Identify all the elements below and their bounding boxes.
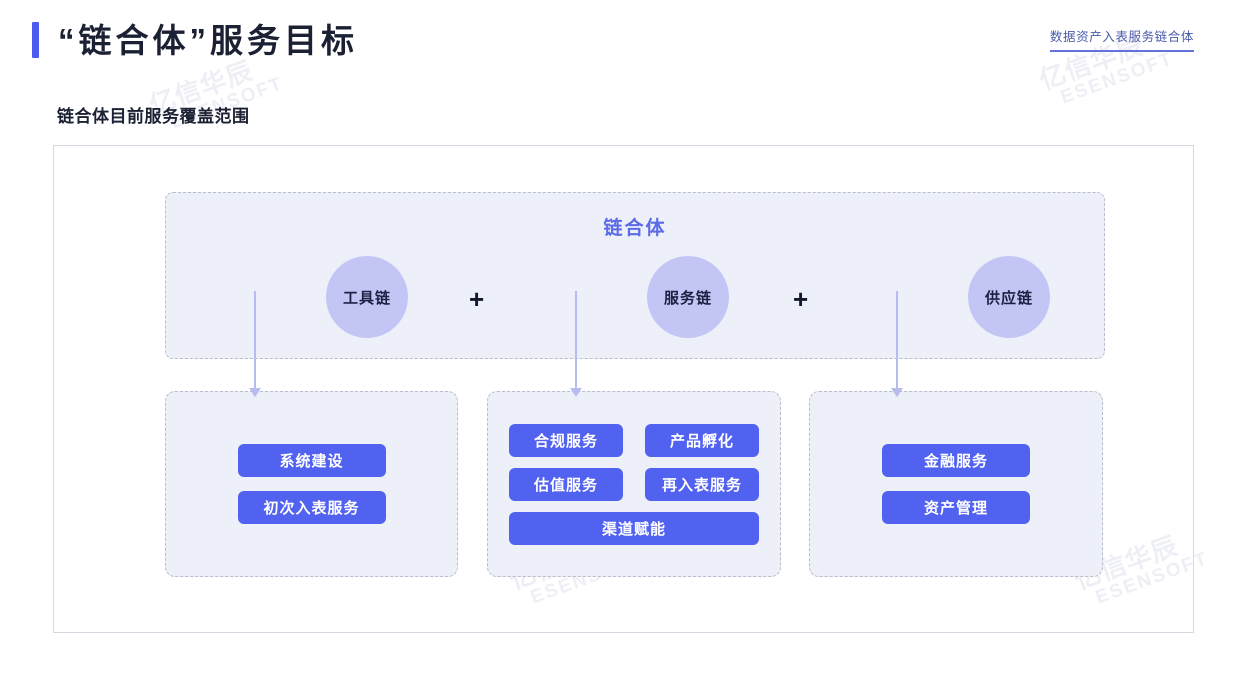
service-pill[interactable]: 估值服务 xyxy=(509,467,623,501)
service-pill[interactable]: 再入表服务 xyxy=(645,467,759,501)
service-panel-service-chain: 合规服务 产品孵化 估值服务 再入表服务 渠道赋能 xyxy=(487,391,781,577)
brand-tag-underline xyxy=(1049,50,1194,52)
arrow-service-to-panel xyxy=(570,291,582,397)
title-accent-bar xyxy=(32,22,39,58)
chain-node-label: 服务链 xyxy=(663,289,712,307)
slide-header: “链合体”服务目标 数据资产入表服务链合体 xyxy=(0,0,1248,80)
service-pill[interactable]: 产品孵化 xyxy=(645,423,759,457)
chain-node-service[interactable]: 服务链 xyxy=(647,256,729,338)
arrow-supply-to-panel xyxy=(891,291,903,397)
chain-node-supply[interactable]: 供应链 xyxy=(968,256,1050,338)
service-panel-supply-chain: 金融服务 资产管理 xyxy=(809,391,1103,577)
brand-tag-label: 数据资产入表服务链合体 xyxy=(1049,30,1194,44)
page-title: “链合体”服务目标 xyxy=(58,22,358,59)
arrow-tool-to-panel xyxy=(249,291,261,397)
section-subtitle: 链合体目前服务覆盖范围 xyxy=(57,107,250,126)
diagram-frame: 链合体 工具链 + 服务链 + 供应链 系统建设 初次入表服务 合规服务 产品孵… xyxy=(53,145,1194,633)
service-pill[interactable]: 金融服务 xyxy=(882,444,1030,477)
chain-node-label: 工具链 xyxy=(342,289,391,307)
service-pill[interactable]: 初次入表服务 xyxy=(237,491,386,524)
plus-operator-icon: + xyxy=(793,284,809,314)
service-panel-tool-chain: 系统建设 初次入表服务 xyxy=(165,391,458,577)
service-pill-row: 估值服务 再入表服务 xyxy=(509,467,759,501)
service-pill[interactable]: 合规服务 xyxy=(509,423,623,457)
plus-operator-icon: + xyxy=(469,284,485,314)
service-pill[interactable]: 资产管理 xyxy=(882,491,1030,524)
service-pill[interactable]: 系统建设 xyxy=(237,444,386,477)
chain-node-label: 供应链 xyxy=(984,289,1033,307)
service-pill-full[interactable]: 渠道赋能 xyxy=(509,511,759,545)
chain-union-panel: 链合体 工具链 + 服务链 + 供应链 xyxy=(165,192,1105,359)
service-pill-row: 合规服务 产品孵化 xyxy=(509,423,759,457)
chain-node-tool[interactable]: 工具链 xyxy=(326,256,408,338)
brand-tag: 数据资产入表服务链合体 xyxy=(1049,26,1194,52)
chain-union-title: 链合体 xyxy=(603,218,667,239)
